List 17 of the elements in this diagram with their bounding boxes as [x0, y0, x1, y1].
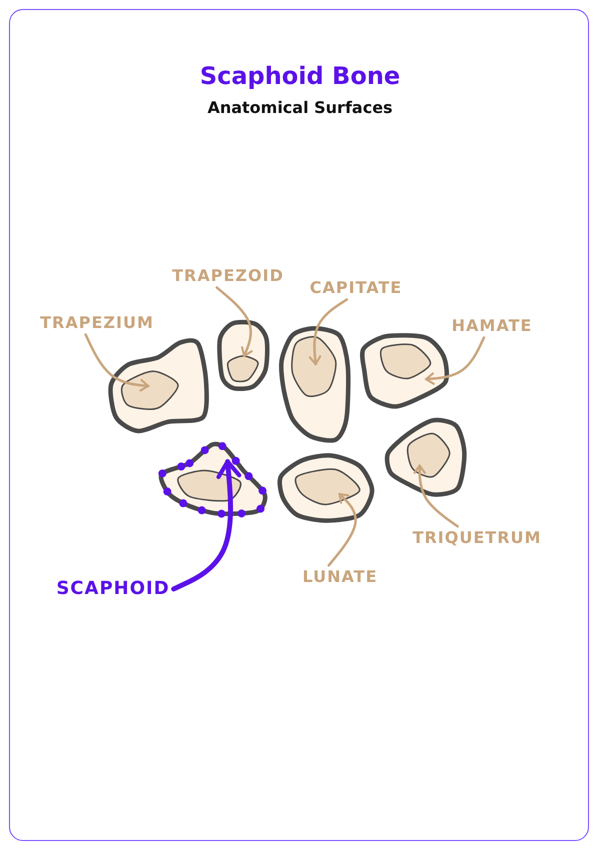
- bone-label: LUNATE: [302, 567, 378, 587]
- arrow: [308, 298, 348, 366]
- arrow: [424, 336, 486, 385]
- arrow: [171, 459, 242, 592]
- bone-label: TRAPEZIUM: [40, 313, 154, 333]
- arrow: [84, 333, 150, 392]
- arrow: [328, 492, 357, 567]
- bone-drawing: [214, 318, 272, 394]
- bone-label: TRIQUETRUM: [412, 528, 542, 548]
- bone-label: HAMATE: [452, 316, 532, 336]
- title: Scaphoid Bone: [198, 62, 402, 90]
- bone-label: SCAPHOID: [56, 578, 170, 600]
- bone-label: TRAPEZOID: [172, 266, 284, 286]
- arrow: [216, 286, 253, 358]
- bone-label: CAPITATE: [310, 278, 402, 298]
- arrow: [413, 464, 459, 528]
- subtitle: Anatomical Surfaces: [206, 98, 394, 117]
